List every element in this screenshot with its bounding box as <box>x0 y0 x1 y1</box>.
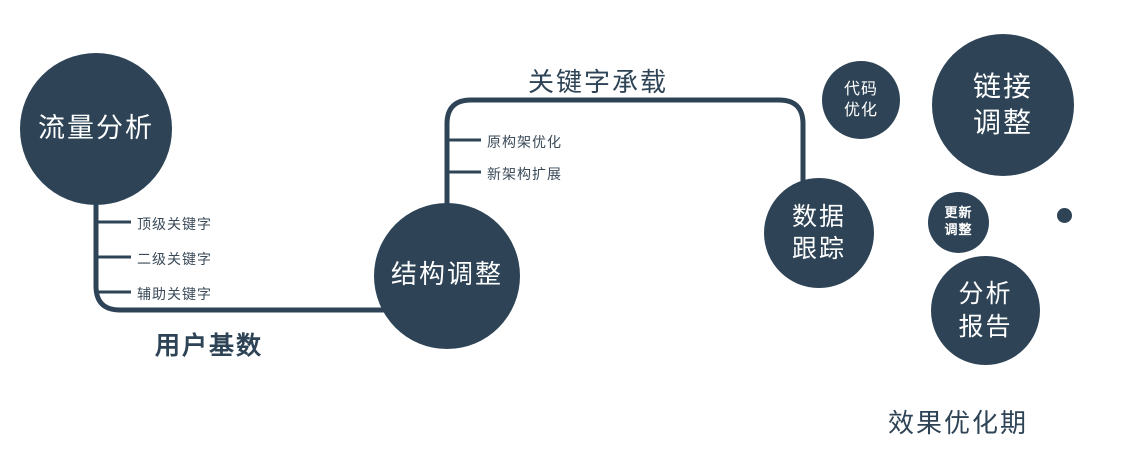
node-analysis-report: 分析 报告 <box>931 256 1040 365</box>
node-structure-adjust-label: 结构调整 <box>390 260 503 291</box>
edge-structure-to-data <box>444 97 806 206</box>
tick-label-auxiliary-keywords: 辅助关键字 <box>137 287 212 303</box>
node-update-adjust-line2: 调整 <box>944 222 973 238</box>
edge-label-user-base: 用户基数 <box>155 331 264 360</box>
node-analysis-report-line2: 报告 <box>958 311 1013 341</box>
node-update-adjust: 更新 调整 <box>928 192 989 253</box>
node-update-adjust-line1: 更新 <box>944 205 973 221</box>
node-link-adjust-line2: 调整 <box>972 106 1033 139</box>
node-data-tracking: 数据 跟踪 <box>764 178 874 288</box>
tick-label-top-keywords: 顶级关键字 <box>137 217 212 233</box>
node-analysis-report-line1: 分析 <box>958 279 1013 308</box>
edge-label-keyword-carry: 关键字承载 <box>528 68 669 98</box>
node-structure-adjust: 结构调整 <box>374 203 520 349</box>
footer-label-effect-optimization: 效果优化期 <box>888 409 1029 439</box>
tick-label-new-architecture: 新架构扩展 <box>487 167 562 183</box>
node-code-optimization-line1: 代码 <box>843 79 878 99</box>
node-traffic-analysis-label: 流量分析 <box>38 113 154 145</box>
node-data-tracking-line1: 数据 <box>791 201 846 231</box>
tick-label-secondary-keywords: 二级关键字 <box>137 252 212 268</box>
node-link-adjust-line1: 链接 <box>972 69 1033 103</box>
bullet-dot <box>1057 208 1072 223</box>
node-code-optimization-line2: 优化 <box>843 100 878 119</box>
node-data-tracking-line2: 跟踪 <box>791 234 846 263</box>
node-traffic-analysis: 流量分析 <box>20 53 172 205</box>
tick-label-original-architecture: 原构架优化 <box>487 135 562 151</box>
node-code-optimization: 代码 优化 <box>822 61 900 139</box>
node-link-adjust: 链接 调整 <box>932 34 1074 176</box>
